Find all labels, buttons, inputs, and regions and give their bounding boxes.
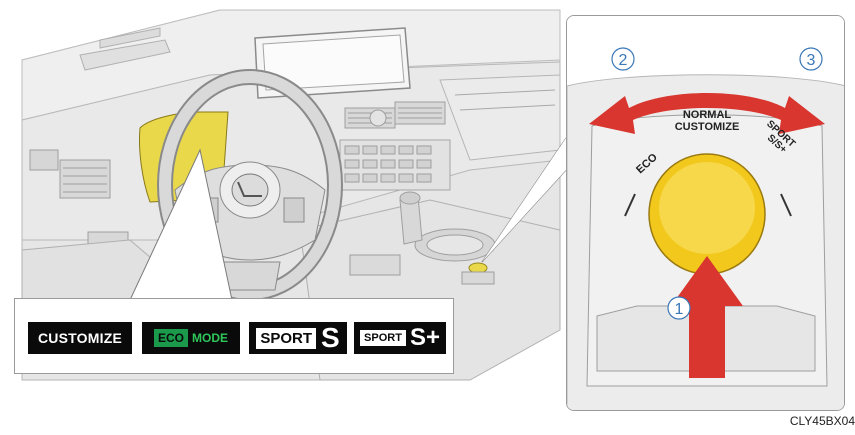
step-1-number: 1 [675,301,684,318]
drive-mode-switch-callout: 2 3 1 ECO NORMAL CUSTOMIZE SPORT S/S+ [566,15,845,411]
customize-indicator: CUSTOMIZE [28,322,132,354]
mode-indicator-panel: CUSTOMIZE ECO MODE SPORT S SPORT S+ [14,298,454,374]
sport-splus-label: SPORT [360,330,406,346]
mode-indicator-label: MODE [192,331,228,345]
eco-indicator-label: ECO [154,329,188,347]
sport-s-letter: S [321,324,340,352]
eco-mode-indicator: ECO MODE [142,322,240,354]
normal-label: NORMAL [683,109,732,121]
image-code: CLY45BX04 [790,414,855,428]
sport-s-indicator: SPORT S [249,322,347,354]
customize-label: CUSTOMIZE [675,121,740,133]
sport-s-label: SPORT [256,328,316,349]
step-2-number: 2 [619,52,628,69]
sport-splus-letter: S+ [410,326,440,350]
customize-indicator-label: CUSTOMIZE [38,330,122,346]
sport-splus-indicator: SPORT S+ [354,322,446,354]
step-3-number: 3 [807,52,816,69]
